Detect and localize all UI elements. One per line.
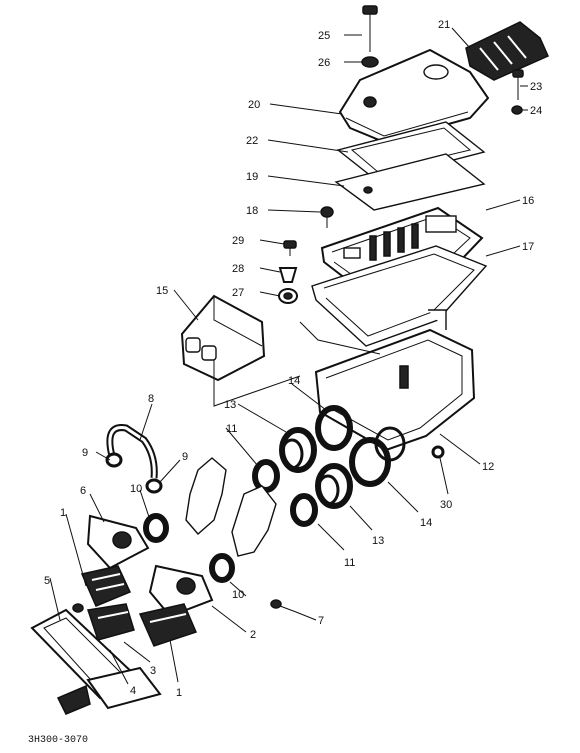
callout: 21 [438,19,450,31]
callout: 22 [246,135,258,147]
callout: 27 [232,287,244,299]
callout: 14 [420,517,432,529]
callout: 3 [150,665,156,677]
callout: 24 [530,105,542,117]
callout: 8 [148,393,154,405]
callout: 11 [344,557,355,569]
washer-left [72,603,84,613]
callout: 9 [82,447,88,459]
callout: 26 [318,57,330,69]
ring-11-upper [252,459,280,493]
heat-shield-upper [185,457,227,535]
callout: 28 [232,263,244,275]
reed-block-right [138,603,198,647]
callout: 23 [530,81,542,93]
bolt-23 [512,69,524,100]
o-ring-10-upper [143,513,169,543]
plate-4 [86,666,162,710]
callout: 5 [44,575,50,587]
reed-block-lower [87,603,135,641]
callout: 16 [522,195,534,207]
duct-15 [180,294,301,407]
callout: 20 [248,99,260,111]
cover-20 [338,48,490,144]
bolt-25 [362,5,378,52]
washer-26 [361,56,379,68]
diagram-code: 3H300-3070 [28,735,88,746]
callout: 29 [232,235,244,247]
callout: 10 [232,589,244,601]
callout: 1 [176,687,182,699]
callout: 11 [226,423,237,435]
intake-joint-13-upper [279,427,317,473]
callout: 18 [246,205,258,217]
connector-21 [465,21,549,81]
carb-holder-6 [86,514,150,570]
screw-7 [270,599,297,613]
callout: 25 [318,30,330,42]
callout: 1 [60,507,66,519]
heat-shield-lower [231,485,277,557]
gasket-22 [336,121,486,181]
carb-holder-lower [148,564,214,618]
clamp-9-right [145,478,163,494]
air-box-12 [299,309,476,452]
callout: 15 [156,285,168,297]
leader-lines [49,27,528,685]
callout: 10 [130,483,142,495]
clamp-9-left [105,452,123,468]
bracket-bottom [56,684,91,715]
washer-24 [511,105,523,115]
callout: 12 [482,461,494,473]
washer-30 [431,445,445,459]
intake-joint-13-lower [315,463,353,509]
callout: 13 [372,535,384,547]
callout: 7 [318,615,324,627]
callout: 13 [224,399,236,411]
grommet-27 [278,288,298,304]
ring-11-lower [290,493,318,527]
callout: 19 [246,171,258,183]
hose-8 [106,424,158,479]
plate-19 [334,153,486,211]
screw-29 [283,240,297,256]
grommet-28 [278,267,298,283]
rubber-ring-14-upper [315,405,353,451]
callout: 4 [130,685,136,697]
callouts: 25 26 21 23 24 20 22 19 16 18 17 29 28 2… [44,19,542,699]
callout: 2 [250,629,256,641]
rubber-ring-14-lower [349,426,406,487]
callout: 17 [522,241,534,253]
callout: 9 [182,451,188,463]
callout: 30 [440,499,452,511]
o-ring-10-lower [209,553,235,583]
reed-block-upper [80,565,132,607]
screw-18 [320,206,334,228]
callout: 14 [288,375,300,387]
callout: 6 [80,485,86,497]
